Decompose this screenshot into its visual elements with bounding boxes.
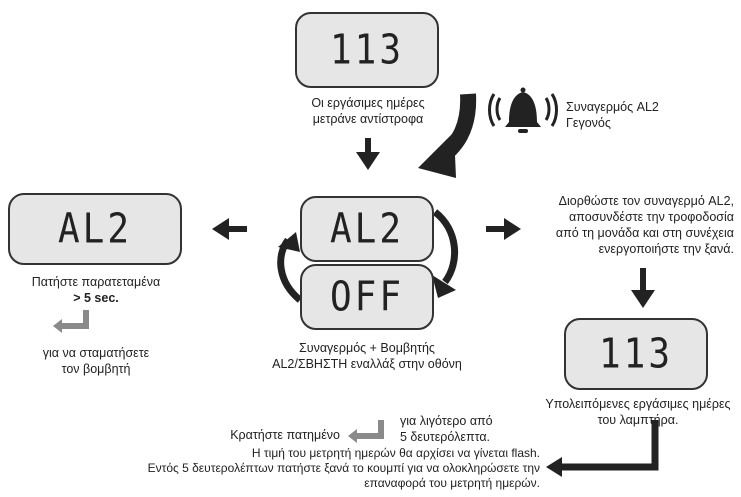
caption-line: για να σταματήσετε <box>42 346 150 360</box>
curved-arrow-cycle-left <box>277 232 303 303</box>
alarm-bell-icon <box>488 87 558 133</box>
alarm-buzzer-caption: Συναγερμός + Βομβητής AL2/ΣΒΗΣΤΗ εναλλάξ… <box>262 340 472 372</box>
caption-line: Γεγονός <box>566 116 611 130</box>
caption-line: Κρατήστε πατημένο <box>230 428 340 442</box>
arrow-right <box>486 218 521 240</box>
caption-line: Πατήστε παρατεταμένα <box>31 275 161 289</box>
hold-pressed-caption: Κρατήστε πατημένο <box>200 427 340 443</box>
display-value-center: AL2 <box>329 205 405 253</box>
fix-alarm-caption: Διορθώστε τον συναγερμό AL2, αποσυνδέστε… <box>530 193 734 257</box>
caption-line-bold: > 5 sec. <box>73 291 119 305</box>
caption-line: Η τιμή του μετρητή ημερών θα αρχίσει να … <box>251 446 540 460</box>
reset-info-caption: Η τιμή του μετρητή ημερών θα αρχίσει να … <box>60 446 540 491</box>
caption-line: Εντός 5 δευτερολέπτων πατήστε ξανά το κο… <box>147 461 540 475</box>
return-arrow-icon <box>348 420 384 443</box>
caption-line: Συναγερμός AL2 <box>566 100 659 114</box>
elbow-arrow-bottom <box>546 420 659 477</box>
caption-line: ενεργοποιήστε την ξανά. <box>598 242 734 256</box>
stop-buzzer-caption: για να σταματήσετε τον βομβητή <box>6 345 186 377</box>
lcd-display-top: 113 <box>295 12 439 88</box>
return-arrow-icon <box>53 310 89 333</box>
caption-line: τον βομβητή <box>61 362 131 376</box>
countdown-caption: Οι εργάσιμες ημέρες μετράνε αντίστροφα <box>288 95 448 127</box>
lcd-display-right: 113 <box>564 318 708 390</box>
alarm-event-caption: Συναγερμός AL2 Γεγονός <box>566 99 686 131</box>
press-long-caption: Πατήστε παρατεταμένα > 5 sec. <box>6 274 186 306</box>
arrow-down-top <box>356 138 380 170</box>
lcd-display-left: AL2 <box>8 193 182 265</box>
lcd-display-center: AL2 <box>300 196 434 262</box>
caption-line: για λιγότερο από <box>400 414 493 428</box>
caption-line: 5 δευτερόλεπτα. <box>400 430 491 444</box>
arrow-left <box>212 218 247 240</box>
caption-line: από τη μονάδα και στη συνέχεια <box>555 226 734 240</box>
caption-line: μετράνε αντίστροφα <box>312 112 424 126</box>
caption-line: Οι εργάσιμες ημέρες <box>311 96 425 110</box>
caption-line: επαναφορά του μετρητή ημερών. <box>364 476 540 490</box>
display-value-right: 113 <box>598 330 674 378</box>
arrow-down-right <box>631 268 655 308</box>
caption-line: αποσυνδέστε την τροφοδοσία <box>569 210 734 224</box>
display-value-top: 113 <box>329 26 405 74</box>
caption-line: Διορθώστε τον συναγερμό AL2, <box>558 194 734 208</box>
display-value-off: OFF <box>329 273 405 321</box>
caption-line: AL2/ΣΒΗΣΤΗ εναλλάξ στην οθόνη <box>272 357 462 371</box>
caption-line: Συναγερμός + Βομβητής <box>299 341 435 355</box>
curved-arrow-top-right <box>418 93 477 178</box>
caption-line: Υπολειπόμενες εργάσιμες ημέρες <box>545 397 731 411</box>
remaining-caption: Υπολειπόμενες εργάσιμες ημέρες του λαμπτ… <box>540 396 736 428</box>
lcd-display-off: OFF <box>300 264 434 330</box>
less-than-caption: για λιγότερο από 5 δευτερόλεπτα. <box>400 413 540 445</box>
curved-arrow-cycle-right <box>432 209 459 298</box>
display-value-left: AL2 <box>57 205 133 253</box>
caption-line: του λαμπτήρα. <box>597 413 679 427</box>
